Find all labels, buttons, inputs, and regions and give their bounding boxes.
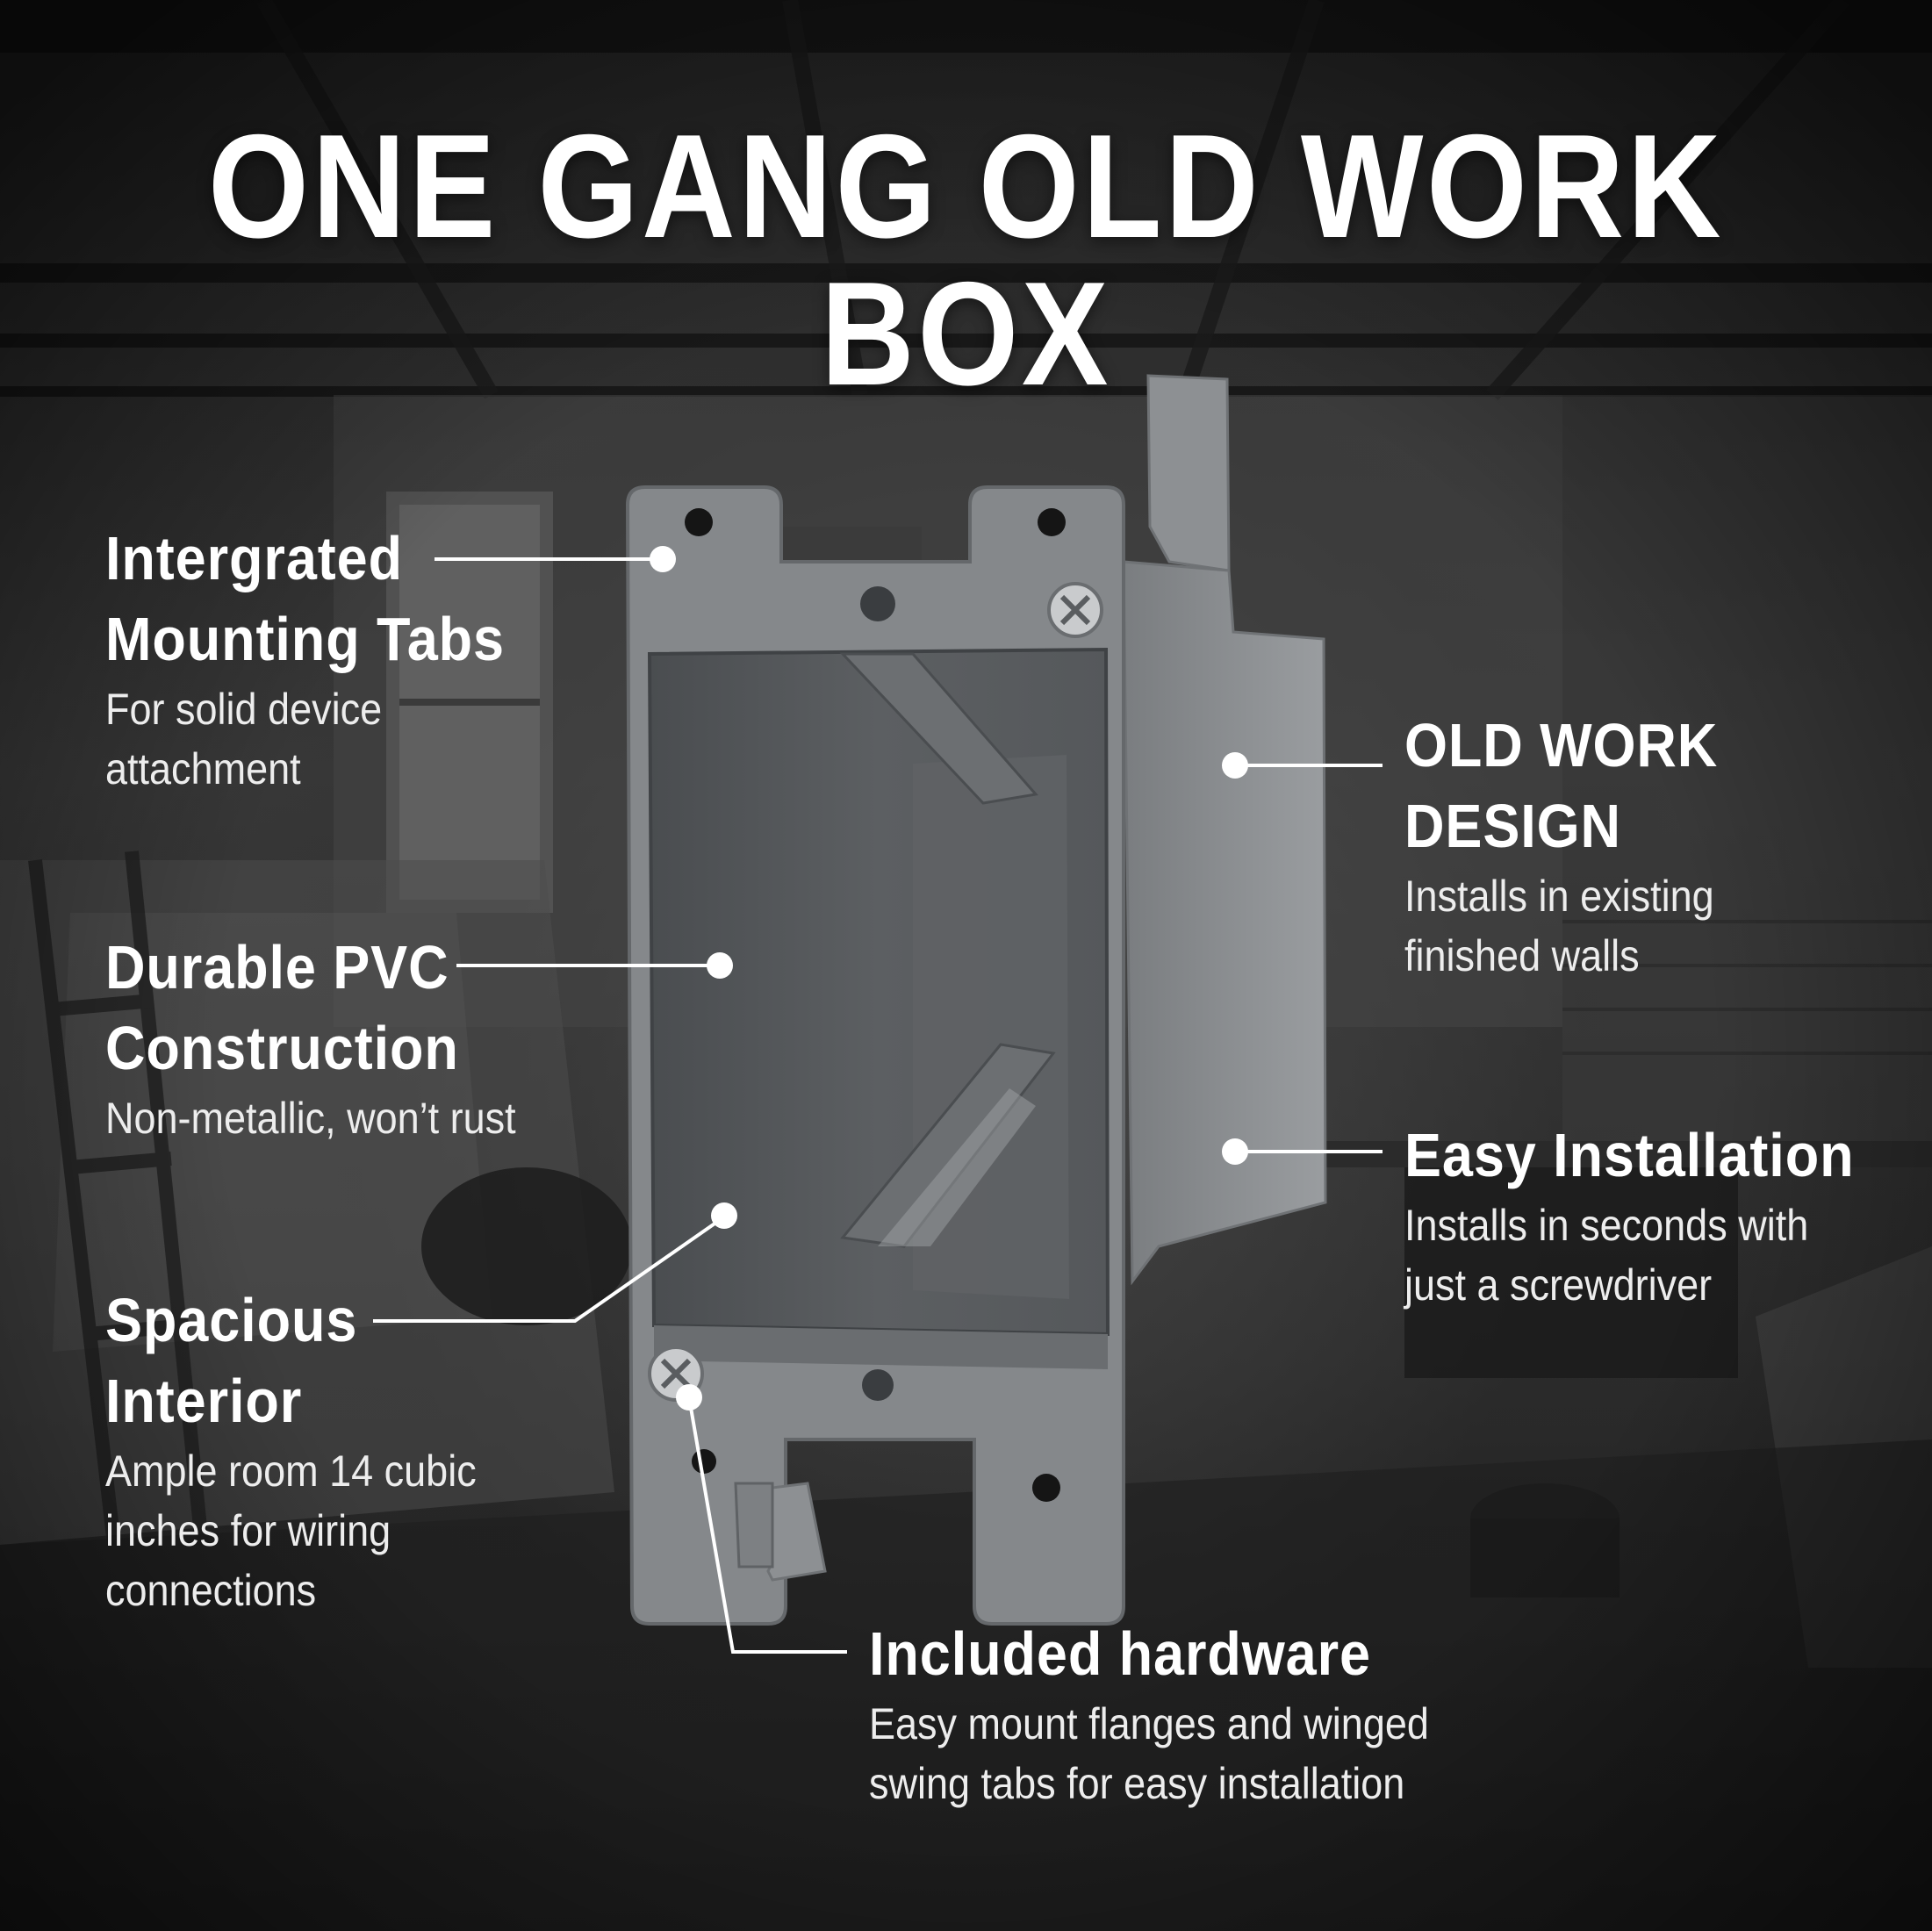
pvc-heading-1: Durable PVC	[105, 933, 449, 1001]
callout-interior: Spacious Interior Ample room 14 cubic in…	[105, 1280, 518, 1620]
hardware-marker	[676, 1384, 702, 1411]
interior-heading-1: Spacious	[105, 1286, 358, 1354]
callout-hardware: Included hardware Easy mount flanges and…	[869, 1613, 1491, 1813]
mounting-tabs-marker	[650, 546, 676, 572]
hardware-desc-1: Easy mount flanges and winged	[869, 1699, 1429, 1748]
mounting-tabs-heading-2: Mounting Tabs	[105, 605, 505, 673]
hardware-heading-1: Included hardware	[869, 1619, 1371, 1688]
mounting-tabs-desc-2: attachment	[105, 744, 301, 793]
screw-top-icon	[1047, 582, 1103, 638]
hardware-desc-2: swing tabs for easy installation	[869, 1759, 1405, 1808]
callout-old-work: OLD WORK DESIGN Installs in existing fin…	[1404, 705, 1753, 986]
interior-desc-2: inches for wiring	[105, 1506, 391, 1555]
pvc-desc-1: Non-metallic, won’t rust	[105, 1094, 516, 1143]
interior-heading-2: Interior	[105, 1367, 303, 1435]
old-work-desc-1: Installs in existing	[1404, 872, 1714, 921]
mounting-tabs-desc-1: For solid device	[105, 685, 383, 734]
easy-install-desc-2: just a screwdriver	[1404, 1260, 1713, 1310]
swing-tab-bottom	[734, 1482, 774, 1568]
box-side-wall	[1122, 560, 1327, 1286]
interior-desc-1: Ample room 14 cubic	[105, 1446, 477, 1496]
easy-install-heading-1: Easy Installation	[1404, 1121, 1855, 1189]
page-title: ONE GANG OLD WORK BOX	[207, 104, 1725, 416]
interior-desc-3: connections	[105, 1566, 317, 1615]
swing-tab-top	[1146, 374, 1231, 572]
upper-clamp	[839, 652, 1038, 805]
old-work-heading-1: OLD WORK	[1404, 711, 1719, 779]
old-work-marker	[1222, 752, 1248, 779]
interior-marker	[711, 1202, 737, 1229]
easy-install-desc-1: Installs in seconds with	[1404, 1201, 1809, 1250]
old-work-desc-2: finished walls	[1404, 931, 1640, 980]
old-work-heading-2: DESIGN	[1404, 792, 1621, 860]
callout-pvc: Durable PVC Construction Non-metallic, w…	[105, 927, 562, 1148]
pvc-heading-2: Construction	[105, 1014, 459, 1082]
pvc-marker	[707, 952, 733, 979]
callout-mounting-tabs: Intergrated Mounting Tabs For solid devi…	[105, 518, 549, 799]
mounting-tabs-heading-1: Intergrated	[105, 524, 403, 592]
easy-install-marker	[1222, 1138, 1248, 1165]
callout-easy-install: Easy Installation Installs in seconds wi…	[1404, 1115, 1904, 1315]
